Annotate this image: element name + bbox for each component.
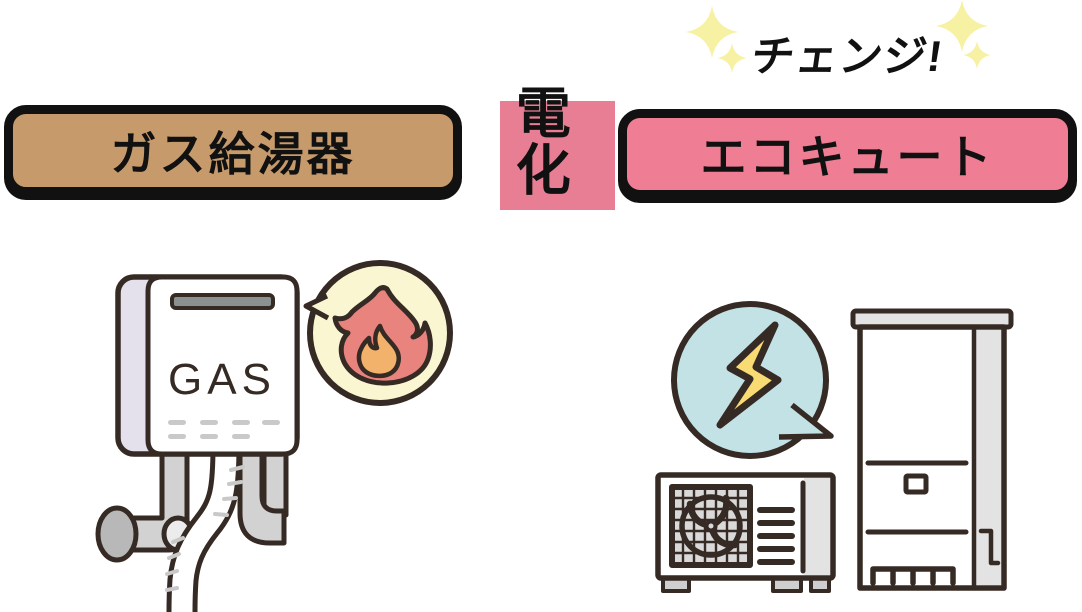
flame-speech-bubble xyxy=(303,260,453,406)
gas-unit-text: GAS xyxy=(168,355,276,404)
tank-display-window xyxy=(903,473,929,495)
gas-heater-body: GAS xyxy=(115,274,300,457)
flexible-hose xyxy=(165,429,245,612)
speech-bubble-tail xyxy=(778,402,834,440)
heater-vents xyxy=(168,420,280,439)
heater-vent-bar xyxy=(170,293,275,310)
flame-inner xyxy=(356,323,401,379)
sparkle-icon-right xyxy=(936,0,991,69)
fan-grille xyxy=(669,484,753,568)
heat-pump-vents xyxy=(757,507,795,565)
ecocute-label-box: エコキュート xyxy=(618,109,1077,199)
hose-ribs xyxy=(165,465,245,592)
fan-ring xyxy=(679,494,743,558)
hot-water-tank-unit xyxy=(850,308,1014,591)
wall-flange xyxy=(95,505,139,563)
sparkle-icon xyxy=(936,0,988,52)
denka-label-text: 電化 xyxy=(507,84,570,198)
ecocute-illustration xyxy=(655,301,1014,593)
tank-bottom-grille xyxy=(870,566,956,586)
heater-front-panel xyxy=(145,274,300,457)
lightning-speech-bubble xyxy=(671,301,834,459)
gas-label-text: ガス給湯器 xyxy=(110,127,356,180)
denka-badge: 電化 xyxy=(500,84,615,210)
lightning-icon xyxy=(716,321,782,429)
sparkle-icon-left xyxy=(686,6,747,73)
ecocute-label-text: エコキュート xyxy=(700,131,995,183)
pipe-elbow-right xyxy=(237,437,287,546)
speech-bubble-tail xyxy=(303,293,330,321)
change-text: チェンジ! xyxy=(748,33,947,81)
tank-side-pipe xyxy=(978,528,1001,566)
heat-pump-side-panel xyxy=(804,478,830,575)
sparkle-icon xyxy=(717,43,747,73)
gas-heater-illustration: GAS xyxy=(95,260,453,612)
sparkle-icon xyxy=(963,41,991,69)
gas-heater-pipes xyxy=(95,437,289,563)
gas-label-box: ガス給湯器 xyxy=(4,105,462,196)
tank-side-panel xyxy=(974,330,1001,585)
sparkle-icon xyxy=(686,6,738,58)
heat-pump-unit xyxy=(655,472,836,593)
